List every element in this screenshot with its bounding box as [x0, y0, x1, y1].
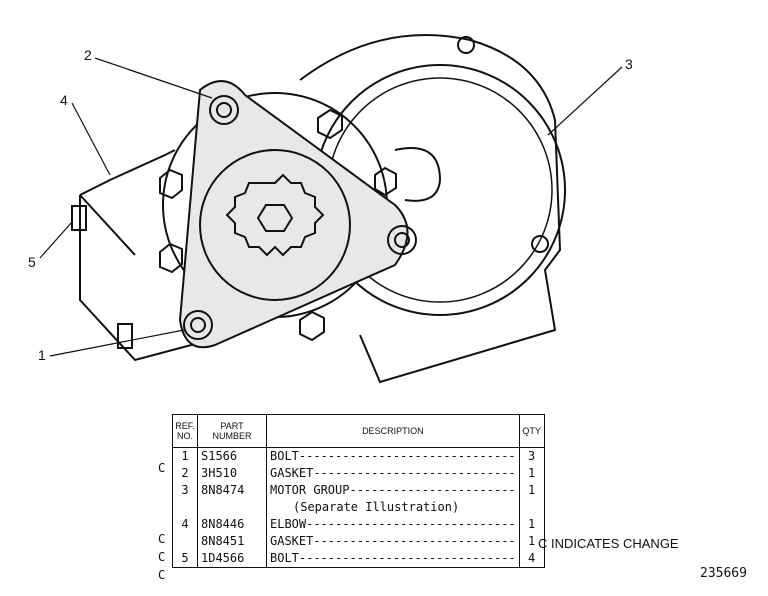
table-row: 2 3H510 GASKET--------------------------…	[172, 465, 545, 482]
table-row: 4 8N8446 ELBOW--------------------------…	[172, 516, 545, 533]
callout-5: 5	[28, 254, 36, 270]
header-description: DESCRIPTION	[266, 414, 520, 448]
ref-cell: 2	[172, 465, 198, 482]
motor-group-outline	[299, 34, 562, 384]
part-number-cell	[197, 499, 267, 516]
bolt-upper	[209, 95, 239, 125]
ref-cell	[172, 533, 198, 550]
ref-cell: 4	[172, 516, 198, 533]
description-cell: BOLT------------------------------	[266, 550, 520, 568]
part-number-cell: S1566	[197, 447, 267, 465]
bolt-lower	[183, 310, 213, 340]
table-row: 5 1D4566 BOLT---------------------------…	[172, 550, 545, 568]
change-note: C INDICATES CHANGE	[538, 536, 679, 551]
qty-cell: 1	[518, 533, 545, 550]
elbow-boss-upper	[71, 205, 87, 231]
description-cell: MOTOR GROUP-----------------------	[266, 482, 520, 499]
description-cell: BOLT------------------------------	[266, 447, 520, 465]
description-note-cell: (Separate Illustration)	[266, 499, 520, 516]
header-ref-no: REF. NO.	[172, 414, 198, 448]
ref-cell: 1	[172, 447, 198, 465]
elbow-outline	[79, 149, 176, 196]
table-row: 8N8451 GASKET---------------------------…	[172, 533, 545, 550]
table-header-row: REF. NO. PART NUMBER DESCRIPTION QTY	[172, 414, 545, 448]
qty-cell: 4	[518, 550, 545, 568]
pinion-hub	[199, 149, 351, 301]
illustration-number: 235669	[700, 566, 747, 581]
qty-cell	[518, 499, 545, 516]
change-flag: C	[158, 550, 166, 564]
change-flag: C	[158, 532, 166, 546]
elbow-boss-lower	[117, 323, 133, 349]
header-qty: QTY	[518, 414, 545, 448]
part-number-cell: 3H510	[197, 465, 267, 482]
callout-3: 3	[625, 56, 633, 72]
pinion-gear	[225, 173, 325, 257]
qty-cell: 1	[518, 516, 545, 533]
parts-drawing	[39, 34, 623, 384]
table-row: 3 8N8474 MOTOR GROUP--------------------…	[172, 482, 545, 499]
ref-cell: 3	[172, 482, 198, 499]
callout-2: 2	[84, 47, 92, 63]
qty-cell: 1	[518, 465, 545, 482]
description-cell: ELBOW-----------------------------	[266, 516, 520, 533]
part-number-cell: 8N8474	[197, 482, 267, 499]
callout-1: 1	[38, 347, 46, 363]
pinion-hex-bore	[256, 204, 294, 232]
change-flag: C	[158, 568, 166, 582]
ref-cell: 5	[172, 550, 198, 568]
ref-cell	[172, 499, 198, 516]
callout-4: 4	[60, 92, 68, 108]
qty-cell: 1	[518, 482, 545, 499]
table-row: (Separate Illustration)	[172, 499, 545, 516]
qty-cell: 3	[518, 447, 545, 465]
header-part-number: PART NUMBER	[197, 414, 267, 448]
part-number-cell: 1D4566	[197, 550, 267, 568]
description-cell: GASKET----------------------------	[266, 533, 520, 550]
part-number-cell: 8N8451	[197, 533, 267, 550]
table-row: 1 S1566 BOLT----------------------------…	[172, 447, 545, 465]
bolt-right	[387, 225, 417, 255]
parts-table: REF. NO. PART NUMBER DESCRIPTION QTY 1 S…	[172, 414, 545, 568]
part-number-cell: 8N8446	[197, 516, 267, 533]
change-flag: C	[158, 461, 166, 475]
description-cell: GASKET----------------------------	[266, 465, 520, 482]
